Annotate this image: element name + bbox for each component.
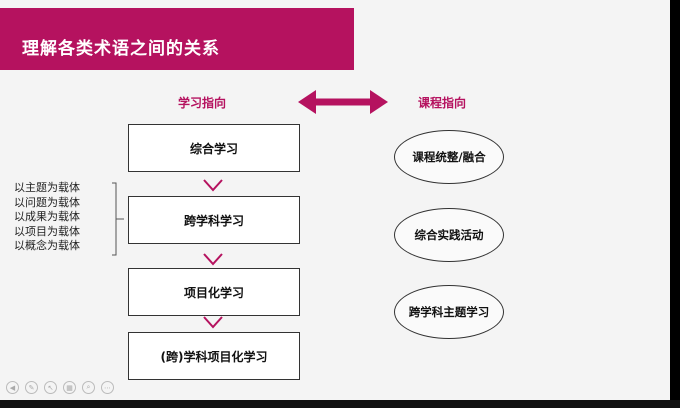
slide-title: 理解各类术语之间的关系 — [22, 39, 220, 59]
chevron-down-icon — [203, 316, 223, 329]
box-subject-project-learning: (跨)学科项目化学习 — [128, 332, 300, 380]
ellipse-thematic-learning: 跨学科主题学习 — [394, 285, 504, 339]
chevron-down-icon — [203, 179, 223, 192]
carrier-item: 以项目为载体 — [14, 224, 80, 238]
box-interdisciplinary-learning: 跨学科学习 — [128, 196, 300, 244]
title-banner: 理解各类术语之间的关系 — [0, 8, 354, 70]
carrier-bracket — [112, 182, 117, 256]
carrier-item: 以成果为载体 — [14, 210, 80, 223]
learning-orientation-heading: 学习指向 — [178, 96, 227, 110]
back-icon[interactable]: ◀ — [6, 381, 19, 394]
carrier-item: 以概念为载体 — [14, 239, 80, 252]
carrier-item: 以主题为载体 — [14, 181, 80, 194]
slideshow-toolbar: ◀ ✎ ↖ ▦ ⌕ ⋯ — [6, 381, 114, 394]
window-bottom-edge — [0, 400, 680, 408]
search-icon[interactable]: ⌕ — [82, 381, 95, 394]
more-icon[interactable]: ⋯ — [101, 381, 114, 394]
chevron-down-icon — [203, 253, 223, 266]
carrier-list: 以主题为载体 以问题为载体 以成果为载体 以项目为载体 以概念为载体 — [14, 181, 80, 254]
diagram-connectors — [112, 90, 388, 329]
presentation-slide: 理解各类术语之间的关系 学习指向 课程指向 综合学习 跨学科学习 项目化学习 (… — [0, 0, 670, 400]
box-project-learning: 项目化学习 — [128, 268, 300, 316]
grid-icon[interactable]: ▦ — [63, 381, 76, 394]
curriculum-orientation-heading: 课程指向 — [418, 96, 467, 110]
ellipse-curriculum-integration: 课程统整/融合 — [394, 130, 504, 184]
pen-icon[interactable]: ✎ — [25, 381, 38, 394]
pointer-icon[interactable]: ↖ — [44, 381, 57, 394]
double-arrow-icon — [298, 90, 388, 114]
window-edge — [670, 0, 680, 408]
carrier-item: 以问题为载体 — [14, 195, 80, 209]
ellipse-practice-activity: 综合实践活动 — [394, 208, 504, 262]
box-integrated-learning: 综合学习 — [128, 124, 300, 172]
